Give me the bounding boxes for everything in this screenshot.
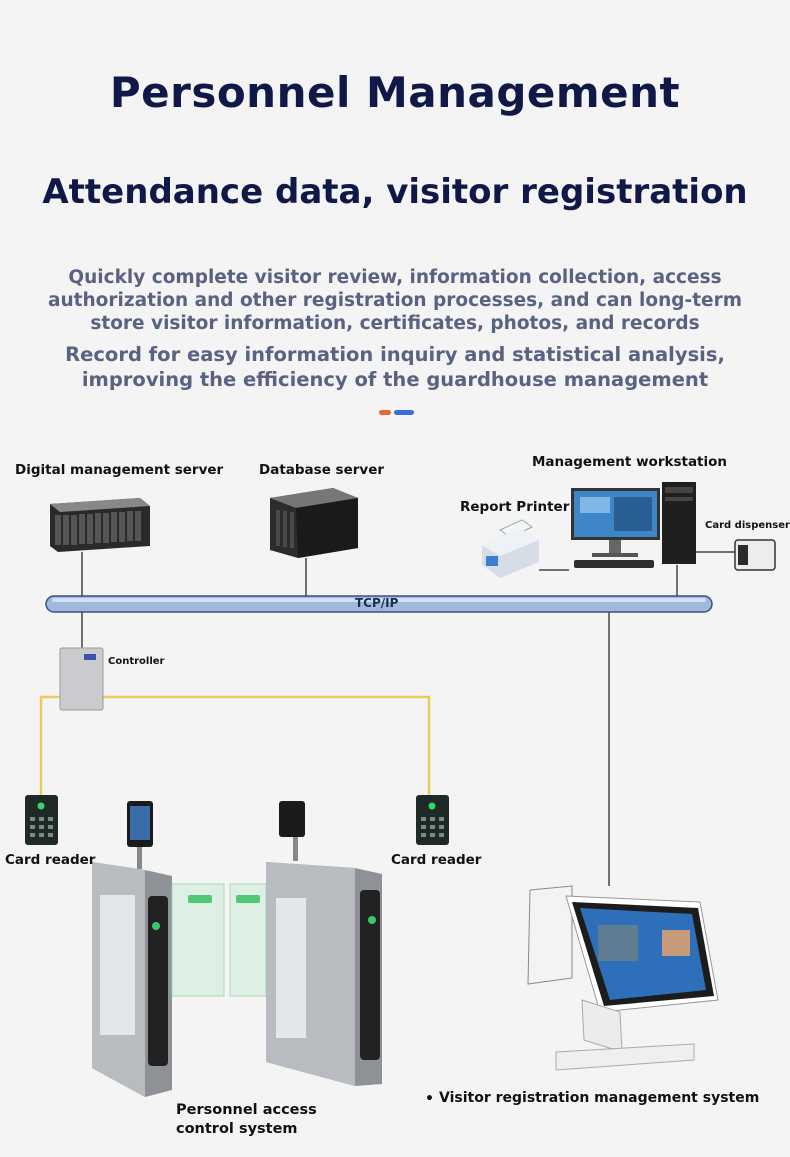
page-subtitle: Attendance data, visitor registration: [42, 172, 748, 212]
label-digital-server: Digital management server: [15, 462, 224, 478]
wiring: [39, 695, 431, 795]
page-title: Personnel Management: [109, 68, 681, 117]
divider-dot-orange: [379, 410, 391, 415]
controller-icon: [59, 647, 104, 711]
report-printer-icon: [482, 519, 539, 578]
label-card-reader-right: Card reader: [391, 852, 482, 868]
label-card-reader-left: Card reader: [5, 852, 96, 868]
description-2: Record for easy information inquiry and …: [65, 343, 725, 391]
label-report-printer: Report Printer: [460, 499, 570, 515]
label-workstation: Management workstation: [532, 454, 728, 470]
tcpip-bus: [45, 595, 713, 613]
card-dispenser-icon: [734, 539, 776, 571]
bullet-marker: •: [425, 1091, 434, 1107]
digital-server-icon: [50, 498, 150, 552]
label-access-control-line1: Personnel access: [176, 1102, 317, 1118]
visitor-terminal-icon: [527, 885, 719, 1071]
label-visitor-system: Visitor registration management system: [439, 1090, 760, 1106]
divider-dot-blue: [394, 410, 414, 415]
section-divider: [379, 410, 415, 416]
description-1: Quickly complete visitor review, informa…: [48, 267, 742, 334]
connector-lines: [81, 551, 735, 886]
card-reader-left-icon: [25, 795, 58, 845]
label-tcpip: TCP/IP: [355, 596, 399, 610]
label-access-control-line2: control system: [176, 1121, 298, 1137]
workstation-icon: [571, 482, 696, 568]
label-database-server: Database server: [259, 462, 385, 478]
database-server-icon: [270, 488, 358, 558]
card-reader-right-icon: [416, 795, 449, 845]
label-controller: Controller: [108, 656, 165, 667]
turnstile-gate-icon: [92, 801, 382, 1097]
label-card-dispenser: Card dispenser: [705, 520, 790, 531]
